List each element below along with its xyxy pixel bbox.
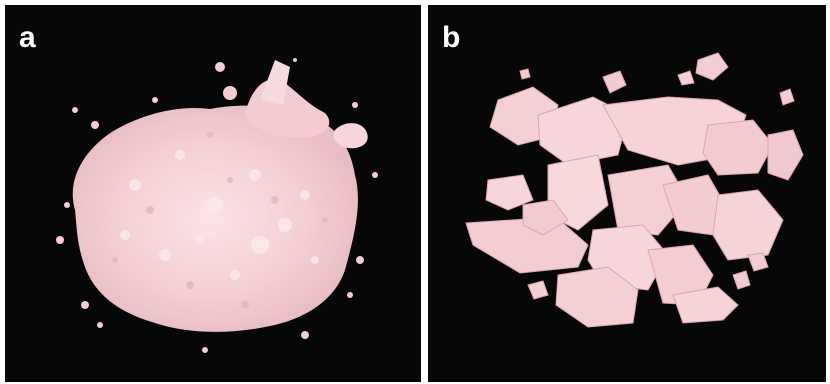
flake-chip — [695, 52, 729, 81]
flake-chip — [779, 88, 795, 106]
panel-label-b: b — [442, 21, 461, 54]
flake-fragments-image — [465, 52, 804, 328]
panel-label-a: a — [19, 21, 36, 54]
powder-ridge — [260, 60, 290, 105]
flake-chip — [602, 70, 627, 94]
panel-a-photo: a — [5, 5, 421, 382]
flake-chip — [527, 280, 549, 300]
flake-fragment — [485, 174, 534, 211]
flake-fragment — [672, 286, 739, 324]
flake-fragment — [555, 266, 639, 328]
flake-fragment — [767, 129, 804, 181]
flake-chip — [747, 252, 769, 272]
flake-fragment — [537, 96, 629, 166]
powder-pile-image — [56, 58, 378, 353]
flake-chip — [732, 270, 751, 290]
powder-mound — [72, 105, 358, 332]
flake-fragment — [702, 119, 774, 176]
flake-fragment — [522, 199, 569, 236]
flake-fragment — [607, 164, 689, 236]
flake-chip — [677, 70, 695, 86]
flake-fragment — [712, 189, 784, 261]
flake-chip — [519, 68, 531, 80]
powder-lump — [333, 123, 368, 149]
panel-b-photo: b — [428, 5, 826, 382]
